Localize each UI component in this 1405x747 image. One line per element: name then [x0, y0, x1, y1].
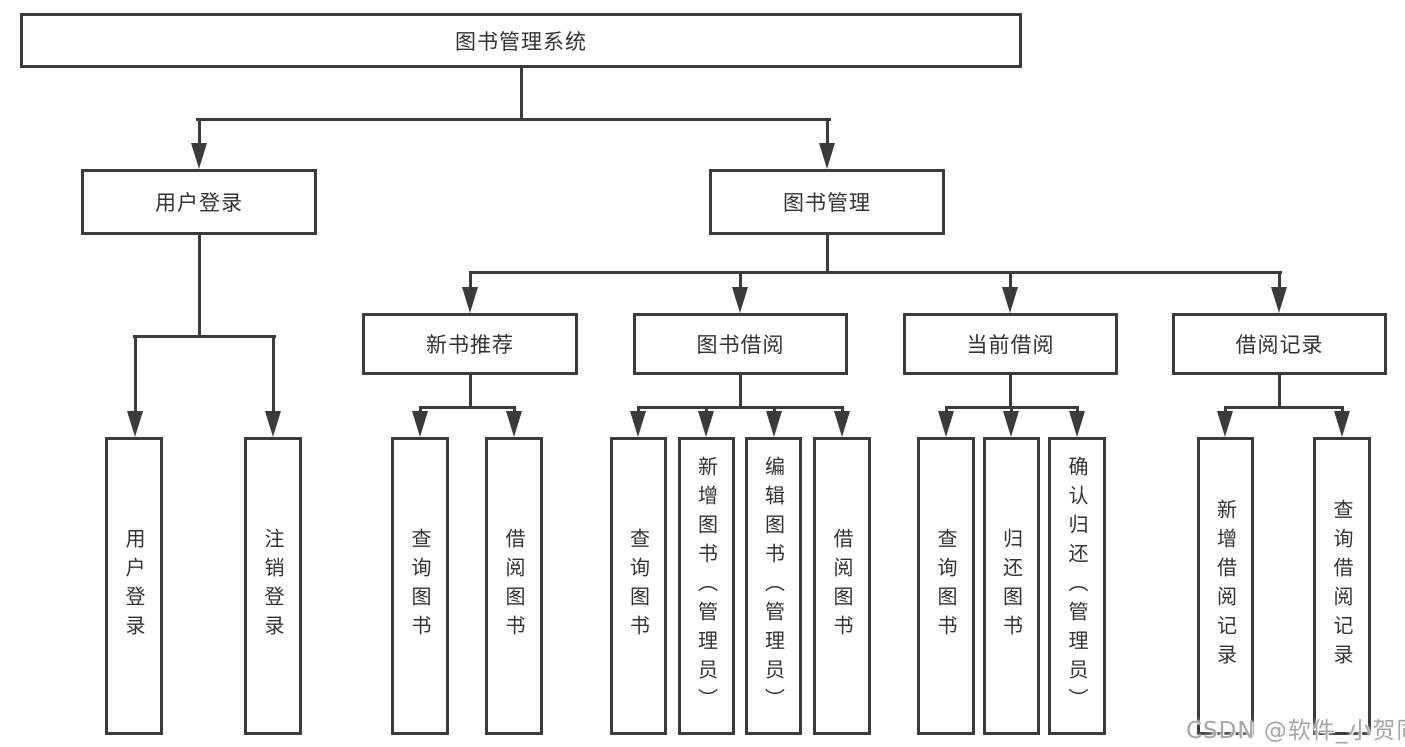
leaf-add-book-admin: 新增图书（管理员） [678, 437, 735, 735]
connector-user-login-drop [272, 335, 275, 417]
node-label: 归还图书 [999, 528, 1024, 644]
node-label: 新增图书（管理员） [694, 455, 719, 717]
connector-book-borrow-stem [739, 375, 742, 409]
arrowhead-down-icon [819, 143, 835, 169]
node-current-borrow: 当前借阅 [903, 313, 1118, 375]
connector-root-drop [826, 118, 829, 149]
node-label: 当前借阅 [966, 333, 1055, 357]
node-label: 注销登录 [261, 528, 285, 644]
arrowhead-down-icon [1271, 287, 1287, 313]
connector-new-book-rail [419, 406, 516, 409]
node-label: 新书推荐 [426, 333, 514, 357]
arrowhead-down-icon [630, 411, 646, 437]
connector-borrow-records-stem [1278, 375, 1281, 409]
arrowhead-down-icon [1217, 411, 1233, 437]
node-label: 借阅图书 [502, 528, 526, 644]
node-label: 图书管理系统 [455, 29, 587, 54]
arrowhead-down-icon [191, 143, 207, 169]
leaf-edit-book-admin: 编辑图书（管理员） [745, 437, 802, 735]
node-label: 新增借阅记录 [1213, 499, 1238, 673]
leaf-user-login: 用户登录 [105, 437, 163, 735]
connector-new-book-stem [469, 375, 472, 409]
leaf-query-borrow-record: 查询借阅记录 [1313, 437, 1371, 735]
node-label: 查询图书 [408, 528, 432, 644]
node-label: 图书管理 [783, 191, 871, 215]
connector-current-borrow-stem [1009, 375, 1012, 409]
connector-borrow-records-rail [1224, 406, 1344, 409]
connector-book-management-drop [469, 271, 472, 293]
arrowhead-down-icon [1002, 287, 1018, 313]
connector-book-management-rail [469, 271, 1282, 274]
arrowhead-down-icon [732, 287, 748, 313]
leaf-logout: 注销登录 [244, 437, 302, 735]
node-user-login: 用户登录 [81, 169, 317, 235]
node-label: 用户登录 [155, 191, 243, 215]
arrowhead-down-icon [1334, 411, 1350, 437]
node-new-book-recommend: 新书推荐 [362, 313, 578, 375]
leaf-query-books-borrow: 查询图书 [610, 437, 667, 735]
arrowhead-down-icon [462, 287, 478, 313]
connector-book-management-drop [1009, 271, 1012, 293]
connector-root-stem [520, 68, 523, 121]
leaf-confirm-return-admin: 确认归还（管理员） [1048, 437, 1106, 735]
node-label: 查询借阅记录 [1330, 499, 1354, 673]
connector-user-login-drop [134, 335, 137, 417]
node-label: 查询图书 [626, 528, 651, 644]
leaf-borrow-books-recommend: 借阅图书 [485, 437, 543, 735]
leaf-return-book: 归还图书 [983, 437, 1040, 735]
connector-root-rail [196, 118, 831, 121]
arrowhead-down-icon [506, 411, 522, 437]
leaf-add-borrow-record: 新增借阅记录 [1197, 437, 1254, 735]
node-label: 借阅图书 [830, 528, 854, 644]
watermark: CSDN @软件_小贺同学 [1186, 718, 1405, 744]
arrowhead-down-icon [938, 411, 954, 437]
node-label: 编辑图书（管理员） [761, 455, 786, 717]
connector-book-borrow-rail [637, 406, 844, 409]
arrowhead-down-icon [1069, 411, 1085, 437]
arrowhead-down-icon [1003, 411, 1019, 437]
node-book-borrow: 图书借阅 [633, 313, 848, 375]
node-label: 用户登录 [122, 528, 146, 644]
connector-book-management-stem [826, 235, 829, 274]
node-book-management: 图书管理 [709, 169, 945, 235]
node-borrow-records: 借阅记录 [1172, 313, 1387, 375]
connector-user-login-stem [198, 235, 201, 338]
connector-book-management-drop [1278, 271, 1281, 293]
node-label: 图书借阅 [696, 333, 785, 357]
node-library-system: 图书管理系统 [20, 13, 1022, 68]
leaf-query-books-current: 查询图书 [917, 437, 975, 735]
arrowhead-down-icon [766, 411, 782, 437]
arrowhead-down-icon [127, 411, 143, 437]
node-label: 确认归还（管理员） [1065, 455, 1089, 717]
arrowhead-down-icon [265, 411, 281, 437]
leaf-borrow-books: 借阅图书 [813, 437, 871, 735]
leaf-query-books-recommend: 查询图书 [391, 437, 449, 735]
connector-book-management-drop [739, 271, 742, 293]
node-label: 借阅记录 [1235, 333, 1324, 357]
connector-root-drop [198, 118, 201, 149]
arrowhead-down-icon [412, 411, 428, 437]
arrowhead-down-icon [834, 411, 850, 437]
arrowhead-down-icon [698, 411, 714, 437]
node-label: 查询图书 [934, 528, 958, 644]
connector-user-login-rail [133, 335, 276, 338]
